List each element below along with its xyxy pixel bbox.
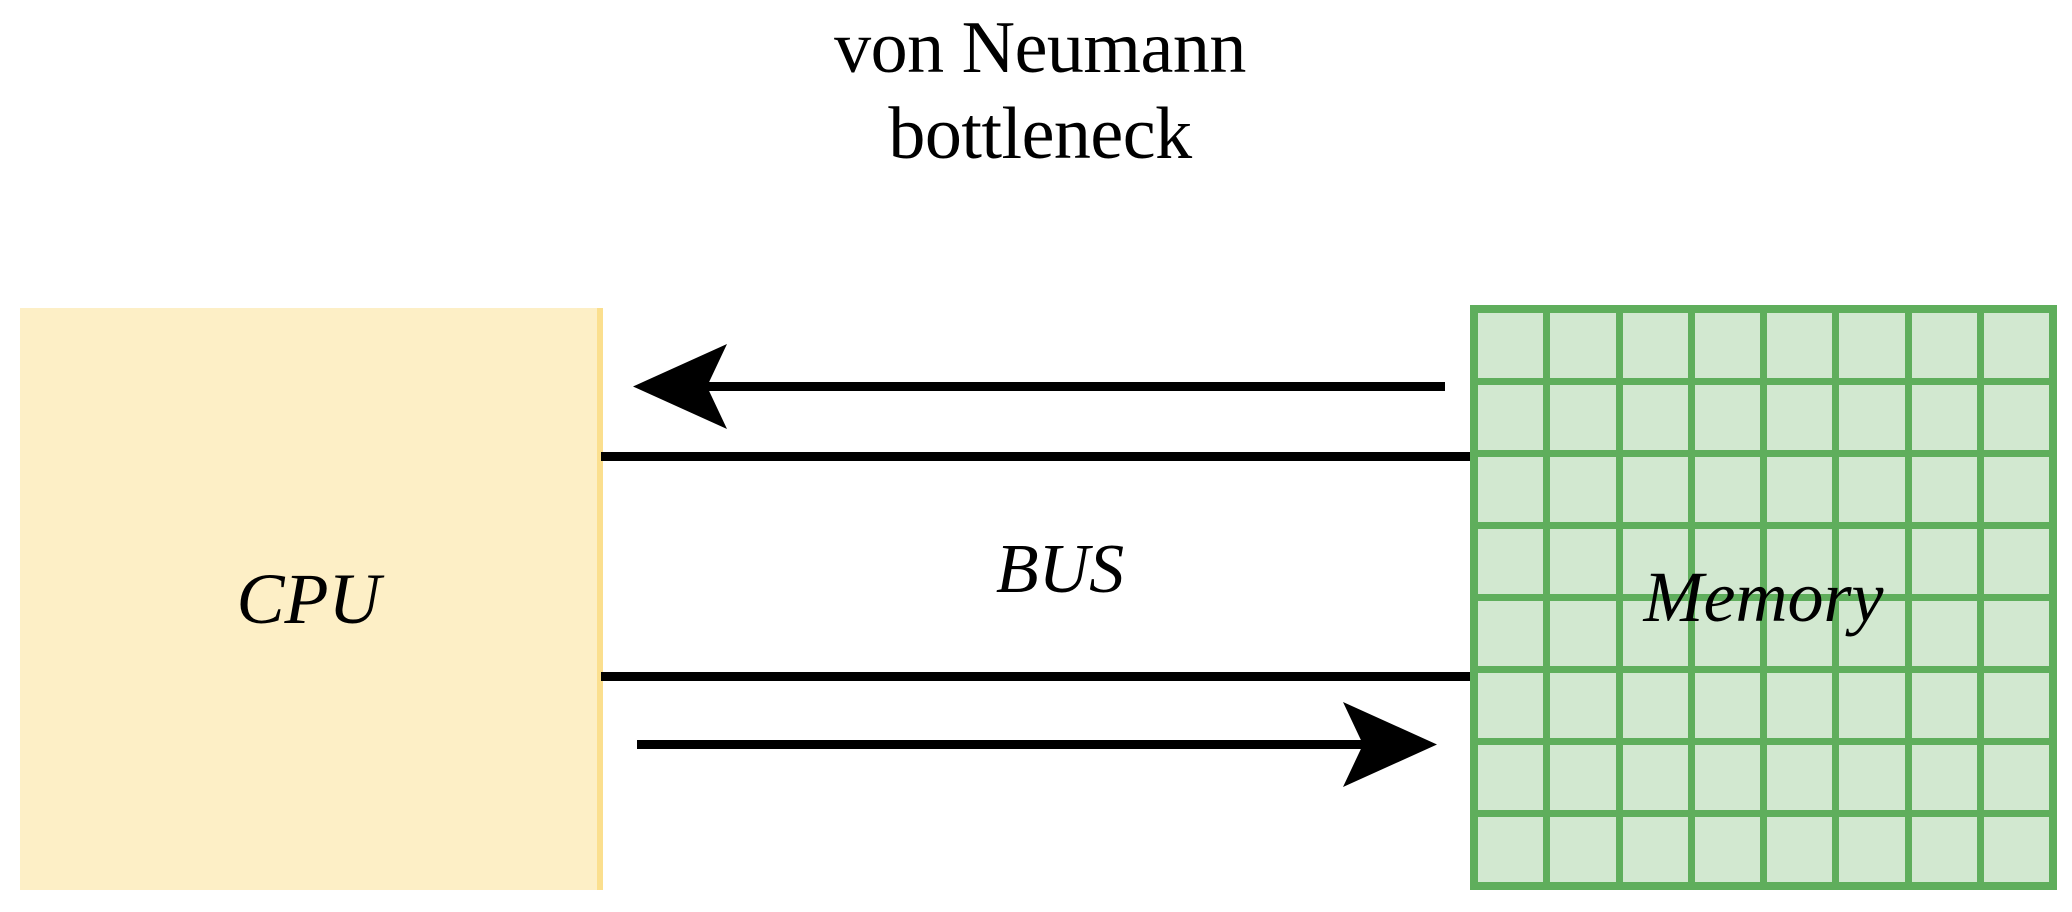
memory-cell: [1839, 529, 1905, 594]
memory-cell: [1694, 601, 1760, 666]
memory-cell: [1622, 745, 1688, 810]
memory-cell: [1767, 601, 1833, 666]
memory-cell: [1911, 457, 1977, 522]
cpu-to-memory-arrow: [637, 702, 1437, 787]
memory-cell: [1911, 817, 1977, 882]
memory-cell: [1622, 817, 1688, 882]
memory-cell: [1550, 313, 1616, 378]
memory-cell: [1911, 601, 1977, 666]
memory-cell: [1839, 745, 1905, 810]
memory-cell: [1911, 529, 1977, 594]
memory-cell: [1550, 745, 1616, 810]
memory-cell: [1622, 313, 1688, 378]
memory-cell: [1911, 745, 1977, 810]
memory-cell: [1839, 385, 1905, 450]
bus-label: BUS: [995, 531, 1125, 608]
memory-cell: [1622, 673, 1688, 738]
memory-cell: [1694, 817, 1760, 882]
memory-cell: [1478, 673, 1544, 738]
memory-cell: [1478, 313, 1544, 378]
memory-cell: [1550, 385, 1616, 450]
memory-cell: [1767, 745, 1833, 810]
memory-cell: [1550, 457, 1616, 522]
diagram-title: von Neumann bottleneck: [834, 7, 1246, 175]
memory-cell: [1839, 817, 1905, 882]
memory-cell: [1983, 457, 2049, 522]
memory-cell: [1911, 385, 1977, 450]
memory-cell: [1767, 673, 1833, 738]
memory-block: [1470, 305, 2057, 890]
memory-cell: [1550, 673, 1616, 738]
memory-cell: [1622, 529, 1688, 594]
bus-rail-top: [601, 452, 1473, 461]
memory-cell: [1478, 385, 1544, 450]
cpu-block: CPU: [20, 308, 603, 890]
memory-cell: [1694, 529, 1760, 594]
memory-cell: [1622, 601, 1688, 666]
memory-cell: [1983, 313, 2049, 378]
memory-cell: [1983, 385, 2049, 450]
memory-cell: [1478, 817, 1544, 882]
memory-cell: [1839, 673, 1905, 738]
memory-cell: [1622, 385, 1688, 450]
memory-cell: [1550, 529, 1616, 594]
memory-cell: [1983, 673, 2049, 738]
cpu-label: CPU: [236, 558, 381, 639]
memory-cell: [1694, 457, 1760, 522]
memory-cell: [1839, 457, 1905, 522]
bus-rail-bottom: [601, 672, 1473, 681]
memory-cell: [1478, 457, 1544, 522]
memory-cell: [1767, 313, 1833, 378]
memory-cell: [1694, 745, 1760, 810]
memory-cell: [1550, 817, 1616, 882]
memory-cell: [1911, 673, 1977, 738]
memory-cell: [1767, 457, 1833, 522]
memory-cell: [1767, 817, 1833, 882]
memory-cell: [1983, 745, 2049, 810]
memory-cell: [1983, 529, 2049, 594]
memory-cell: [1694, 385, 1760, 450]
memory-cell: [1694, 673, 1760, 738]
memory-cell: [1622, 457, 1688, 522]
memory-cell: [1983, 601, 2049, 666]
memory-cell: [1767, 385, 1833, 450]
memory-cell: [1550, 601, 1616, 666]
memory-cell: [1839, 601, 1905, 666]
memory-cell: [1911, 313, 1977, 378]
memory-cell: [1478, 601, 1544, 666]
memory-cell: [1694, 313, 1760, 378]
memory-cell: [1983, 817, 2049, 882]
memory-cell: [1478, 529, 1544, 594]
memory-to-cpu-arrow: [633, 344, 1445, 429]
memory-cell: [1839, 313, 1905, 378]
memory-cell: [1478, 745, 1544, 810]
memory-cell: [1767, 529, 1833, 594]
